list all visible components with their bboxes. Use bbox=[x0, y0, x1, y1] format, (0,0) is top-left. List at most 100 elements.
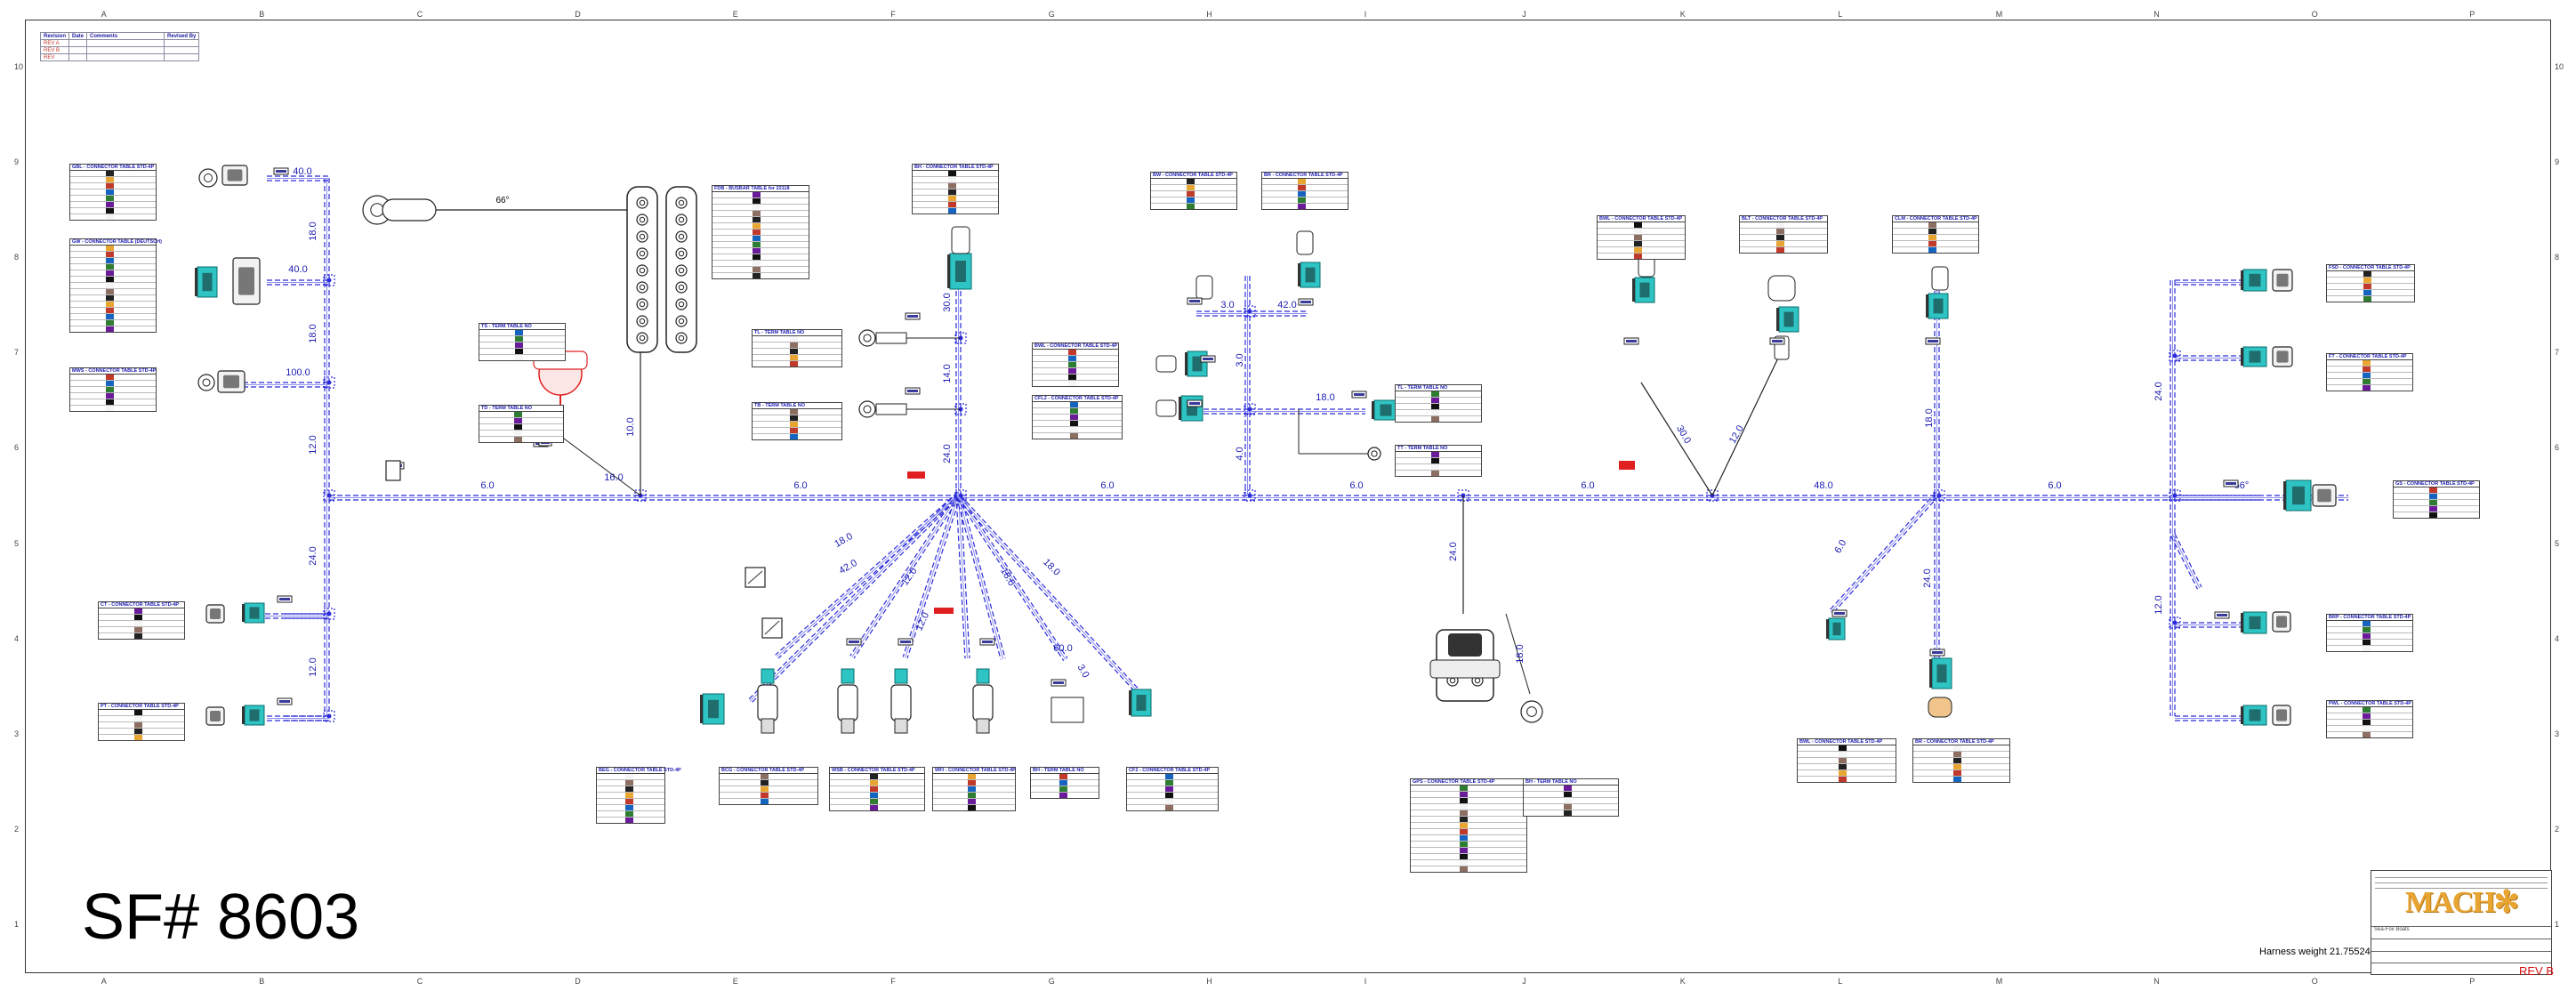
wire-color-swatch bbox=[134, 608, 143, 614]
wire-color-swatch bbox=[1459, 835, 1468, 841]
connector-table-title: CT - CONNECTOR TABLE STD-4P bbox=[99, 602, 184, 608]
connector-table-row bbox=[1262, 204, 1348, 209]
connector-table: GPS - CONNECTOR TABLE STD-4P bbox=[1410, 778, 1527, 873]
wire-color-swatch bbox=[134, 722, 143, 728]
grid-column-label: G bbox=[1048, 977, 1055, 986]
wire-color-swatch bbox=[1070, 402, 1078, 407]
wire-color-swatch bbox=[134, 729, 143, 734]
mating-connector-pins bbox=[2276, 616, 2287, 628]
wire-color-swatch bbox=[1059, 786, 1067, 792]
wire-color-swatch bbox=[1563, 798, 1572, 803]
connector-table-row bbox=[2394, 500, 2479, 506]
connector-table-row bbox=[479, 431, 563, 437]
branch-lead bbox=[1711, 346, 1784, 496]
connector-table: BWL - CONNECTOR TABLE STD-4P bbox=[1032, 342, 1119, 387]
red-flag-tag bbox=[1619, 461, 1635, 470]
connector bbox=[1298, 262, 1321, 288]
wire-color-swatch bbox=[1776, 222, 1785, 228]
segment-length-label: 18.0 bbox=[1041, 557, 1062, 578]
connector-table-row bbox=[1524, 804, 1618, 810]
grid-row-label: 2 bbox=[14, 825, 20, 834]
connector-table-row bbox=[70, 252, 156, 258]
ring-terminal-hole bbox=[1474, 677, 1481, 684]
connector-table: GW - CONNECTOR TABLE (DEUTSCH) bbox=[69, 238, 162, 333]
segment-length-label: 18.0 bbox=[998, 566, 1017, 588]
grid-column-label: I bbox=[1364, 977, 1367, 986]
wire-color-swatch bbox=[1431, 404, 1440, 409]
connector-face bbox=[2249, 273, 2261, 287]
wire-color-swatch bbox=[753, 261, 761, 266]
wire-color-swatch bbox=[624, 799, 633, 804]
connector-table-row bbox=[2327, 360, 2412, 367]
connector-table-row bbox=[1798, 770, 1896, 777]
wire-color-swatch bbox=[134, 633, 143, 639]
breakout-point bbox=[326, 380, 332, 385]
segment-length-label: 6.0 bbox=[1581, 480, 1594, 491]
wire-color-swatch bbox=[967, 805, 976, 810]
wire-label-tag-fill bbox=[982, 641, 993, 643]
connector-table-row bbox=[1262, 197, 1348, 204]
connector-table-title: BCG - CONNECTOR TABLE STD-4P bbox=[720, 768, 817, 774]
connector-table-row bbox=[2327, 373, 2412, 379]
connector bbox=[1372, 399, 1398, 421]
title-block-part-row bbox=[2371, 939, 2551, 951]
connector-table-row bbox=[1893, 229, 1978, 235]
wire-color-swatch bbox=[106, 393, 115, 399]
connector-table-title: PT - CONNECTOR TABLE STD-4P bbox=[99, 704, 184, 710]
bundle-dashed-edge bbox=[960, 495, 1068, 659]
grid-row-label: 7 bbox=[14, 348, 20, 358]
wire-color-swatch bbox=[1563, 786, 1572, 791]
connector-table-row bbox=[1798, 758, 1896, 764]
connector-table: BR - CONNECTOR TABLE STD-4P bbox=[1912, 738, 2010, 783]
segment-length-label: 100.0 bbox=[286, 367, 310, 378]
grid-row-label: 6 bbox=[2555, 443, 2560, 453]
wire-color-swatch bbox=[106, 302, 115, 307]
connector-table-row bbox=[753, 336, 841, 342]
connector-table-row bbox=[70, 277, 156, 283]
wire-color-swatch bbox=[515, 355, 524, 360]
wire-color-swatch bbox=[1459, 786, 1468, 791]
connector-table-title: CLM - CONNECTOR TABLE STD-4P bbox=[1893, 216, 1978, 222]
ring-terminal-hole bbox=[639, 216, 646, 223]
grid-column-label: H bbox=[1206, 977, 1212, 986]
connector-table-row bbox=[1127, 774, 1218, 780]
switch-diag bbox=[764, 620, 780, 635]
wire-color-swatch bbox=[2429, 506, 2438, 512]
wire-color-swatch bbox=[1070, 415, 1078, 420]
connector-table-title: GPS - CONNECTOR TABLE STD-4P bbox=[1411, 779, 1526, 786]
connector-table-row bbox=[753, 434, 841, 439]
mating-connector bbox=[1155, 355, 1177, 373]
wire-color-swatch bbox=[753, 254, 761, 260]
connector-table-row bbox=[2327, 627, 2412, 633]
wire-color-swatch bbox=[967, 780, 976, 786]
connector-table-row bbox=[479, 418, 563, 424]
wire-color-swatch bbox=[1431, 410, 1440, 415]
connector-latch bbox=[2241, 348, 2243, 366]
wire-color-swatch bbox=[790, 355, 798, 360]
wire-color-swatch bbox=[790, 336, 798, 342]
wire-color-swatch bbox=[2363, 271, 2372, 277]
grid-column-label: B bbox=[259, 977, 265, 986]
connector-table: TT - TERM TABLE NO bbox=[1395, 445, 1482, 477]
connector-table-row bbox=[1411, 810, 1526, 817]
connector-table-row bbox=[1033, 421, 1122, 427]
wire-color-swatch bbox=[624, 786, 633, 792]
connector-table-row bbox=[753, 355, 841, 361]
connector-face bbox=[2249, 709, 2261, 721]
wire-label-tag-fill bbox=[276, 170, 286, 173]
connector-table: PT - CONNECTOR TABLE STD-4P bbox=[98, 703, 185, 741]
segment-length-label: 12.0 bbox=[1727, 423, 1746, 446]
wire-label-tag-fill bbox=[1203, 358, 1213, 360]
segment-length-label: 16.0 bbox=[604, 472, 623, 483]
connector-table-row bbox=[1913, 777, 2009, 782]
connector-latch bbox=[700, 695, 703, 723]
connector-table-row bbox=[913, 196, 998, 202]
terminal-pair bbox=[1051, 697, 1084, 723]
connector-table-row bbox=[70, 270, 156, 277]
wire-color-swatch bbox=[1068, 368, 1077, 374]
wire-color-swatch bbox=[1431, 391, 1440, 397]
connector-table-row bbox=[2327, 284, 2414, 290]
wire-color-swatch bbox=[753, 205, 761, 210]
wire-color-swatch bbox=[967, 786, 976, 792]
wire-color-swatch bbox=[1634, 222, 1643, 228]
